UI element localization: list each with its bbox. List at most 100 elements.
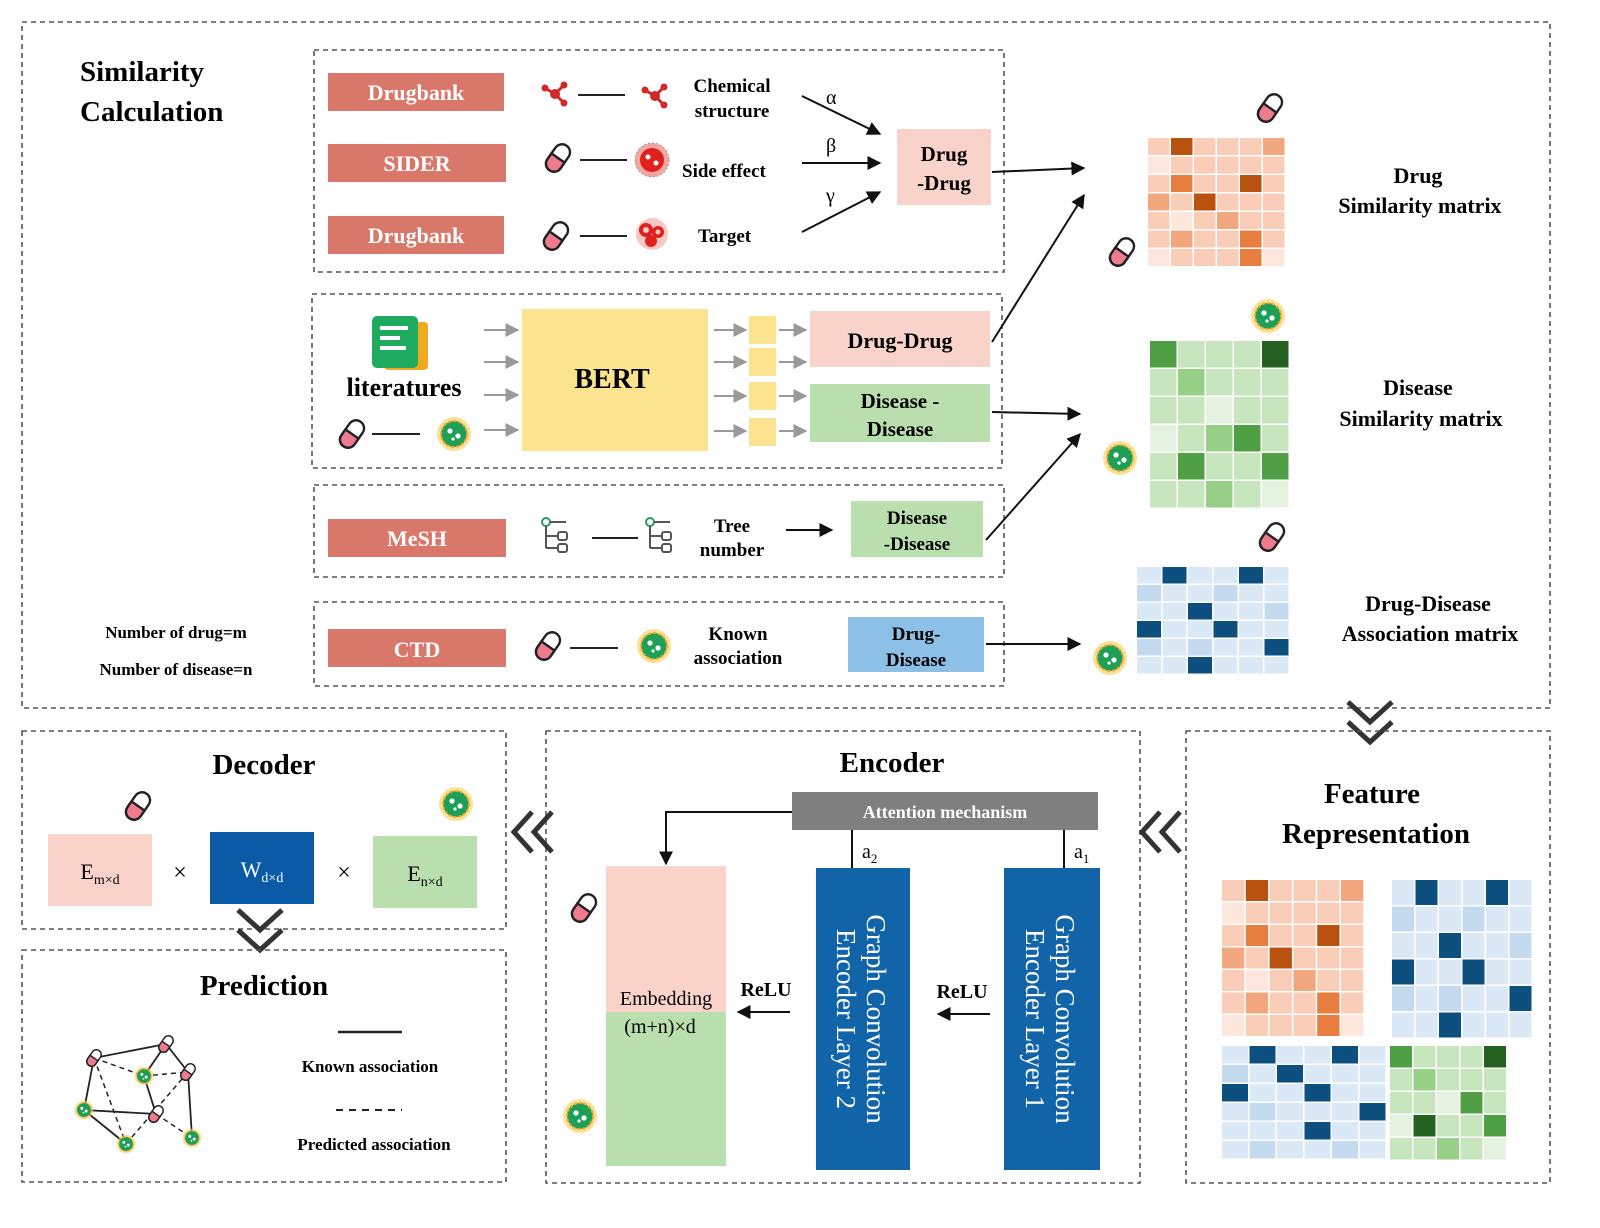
association-cell <box>1188 567 1212 584</box>
feature-drug-cell <box>1341 947 1364 969</box>
feature-drug-cell <box>1245 925 1269 946</box>
feature-drug-cell <box>1245 902 1269 924</box>
drug-similarity-cell <box>1171 138 1193 155</box>
down-chevron-icon <box>1346 700 1394 746</box>
feature-drug-cell <box>1341 992 1364 1014</box>
times-symbol: × <box>173 860 187 886</box>
association-cell <box>1239 621 1263 638</box>
drug-similarity-cell <box>1217 156 1239 174</box>
feature-assoc-cell <box>1509 906 1532 932</box>
molecule-icon <box>640 82 669 110</box>
association-cell <box>1213 567 1238 584</box>
drug-similarity-cell <box>1217 138 1239 155</box>
a2-weight: a2 <box>862 841 877 866</box>
disease-similarity-cell <box>1262 425 1289 452</box>
bert-drug-drug-label: Drug-Drug <box>847 328 952 353</box>
drug-similarity-cell <box>1171 212 1193 229</box>
drug-similarity-cell <box>1240 175 1262 192</box>
disease-similarity-cell <box>1206 369 1233 396</box>
feature-assoc-transpose-cell <box>1222 1065 1248 1083</box>
feature-disease-cell <box>1390 1115 1412 1137</box>
drug-embedding-label: Em×d <box>80 859 119 888</box>
drug-similarity-cell <box>1148 156 1170 174</box>
predicted-association-legend: Predicted association <box>297 1135 451 1154</box>
mesh-disease-disease-line1: Disease <box>887 508 947 529</box>
disease-similarity-cell <box>1178 341 1205 368</box>
left-chevron-icon <box>1138 810 1182 854</box>
drug-similarity-cell <box>1263 193 1285 211</box>
virus-icon <box>438 786 474 822</box>
feature-drug-cell <box>1317 947 1340 969</box>
known-association-legend: Known association <box>302 1057 439 1076</box>
drug-similarity-cell <box>1194 138 1216 155</box>
feature-assoc-transpose-cell <box>1222 1103 1248 1121</box>
association-cell <box>1137 657 1161 674</box>
feature-assoc-transpose-cell <box>1359 1046 1386 1064</box>
prediction-title: Prediction <box>200 970 328 1002</box>
feature-assoc-transpose-cell <box>1304 1122 1331 1140</box>
bert-label: BERT <box>574 364 650 395</box>
feature-assoc-transpose-cell <box>1249 1103 1276 1121</box>
feature-drug-cell <box>1293 970 1316 991</box>
drug-similarity-cell <box>1263 249 1285 266</box>
drug-similarity-cell <box>1217 212 1239 229</box>
source-sider-label: SIDER <box>383 151 451 176</box>
feature-title-line2: Representation <box>1282 818 1470 850</box>
feature-assoc-transpose-cell <box>1359 1103 1386 1121</box>
known-association-line2: association <box>694 648 783 669</box>
feature-drug-cell <box>1341 925 1364 946</box>
feature-drug-cell <box>1293 925 1316 946</box>
feature-drug-cell <box>1245 970 1269 991</box>
feature-drug-cell <box>1269 1015 1292 1036</box>
feature-assoc-cell <box>1486 959 1508 985</box>
feature-assoc-cell <box>1486 880 1508 905</box>
feature-assoc-transpose-cell <box>1359 1141 1386 1159</box>
feature-disease-cell <box>1437 1069 1459 1091</box>
drug-similarity-matrix <box>1148 138 1285 266</box>
association-cell <box>1188 657 1212 674</box>
pill-icon <box>1105 233 1139 271</box>
feature-drug-cell <box>1317 970 1340 991</box>
disease-similarity-cell <box>1262 341 1289 368</box>
disease-similarity-cell <box>1206 397 1233 424</box>
feature-disease-cell <box>1413 1046 1436 1068</box>
association-cell <box>1239 657 1263 674</box>
pill-icon <box>1255 518 1289 556</box>
drug-drug-fused-line1: Drug <box>921 142 968 166</box>
feature-drug-cell <box>1317 1015 1340 1036</box>
disease-similarity-cell <box>1262 397 1289 424</box>
disease-similarity-cell <box>1262 453 1289 480</box>
feature-disease-cell <box>1484 1138 1506 1160</box>
disease-embedding-box <box>373 836 477 908</box>
feature-assoc-cell <box>1439 986 1461 1011</box>
association-cell <box>1264 657 1289 674</box>
feature-drug-cell <box>1222 1015 1245 1036</box>
relu-label-1: ReLU <box>936 981 987 1003</box>
feature-assoc-transpose-cell <box>1332 1122 1358 1140</box>
feature-drug-cell <box>1245 880 1269 901</box>
feature-assoc-transpose-cell <box>1359 1065 1386 1083</box>
bert-box <box>311 293 1003 469</box>
bert-disease-disease-box <box>810 384 990 442</box>
drug-similarity-cell <box>1194 156 1216 174</box>
feature-assoc-transpose-cell <box>1304 1084 1331 1102</box>
feature-disease-cell <box>1460 1069 1483 1091</box>
tree-icon <box>541 517 568 553</box>
feature-disease-cell <box>1413 1069 1436 1091</box>
disease-similarity-cell <box>1178 397 1205 424</box>
feature-disease-cell <box>1484 1046 1506 1068</box>
feature-assoc-transpose-cell <box>1332 1065 1358 1083</box>
bert-drug-drug-box <box>810 311 990 367</box>
feature-assoc-cell <box>1462 959 1485 985</box>
association-cell <box>1213 621 1238 638</box>
feature-assoc-transpose-cell <box>1332 1103 1358 1121</box>
feature-assoc-transpose-cell <box>1277 1141 1303 1159</box>
bert-disease-disease-line1: Disease - <box>861 389 940 413</box>
drug-similarity-cell <box>1194 193 1216 211</box>
feature-drug-cell <box>1245 947 1269 969</box>
disease-similarity-cell <box>1150 481 1177 508</box>
feature-assoc-cell <box>1415 1012 1438 1038</box>
ctd-drug-disease-line1: Drug- <box>892 624 941 645</box>
feature-assoc-cell <box>1486 1012 1508 1038</box>
embedding-disease-part <box>606 1012 726 1166</box>
